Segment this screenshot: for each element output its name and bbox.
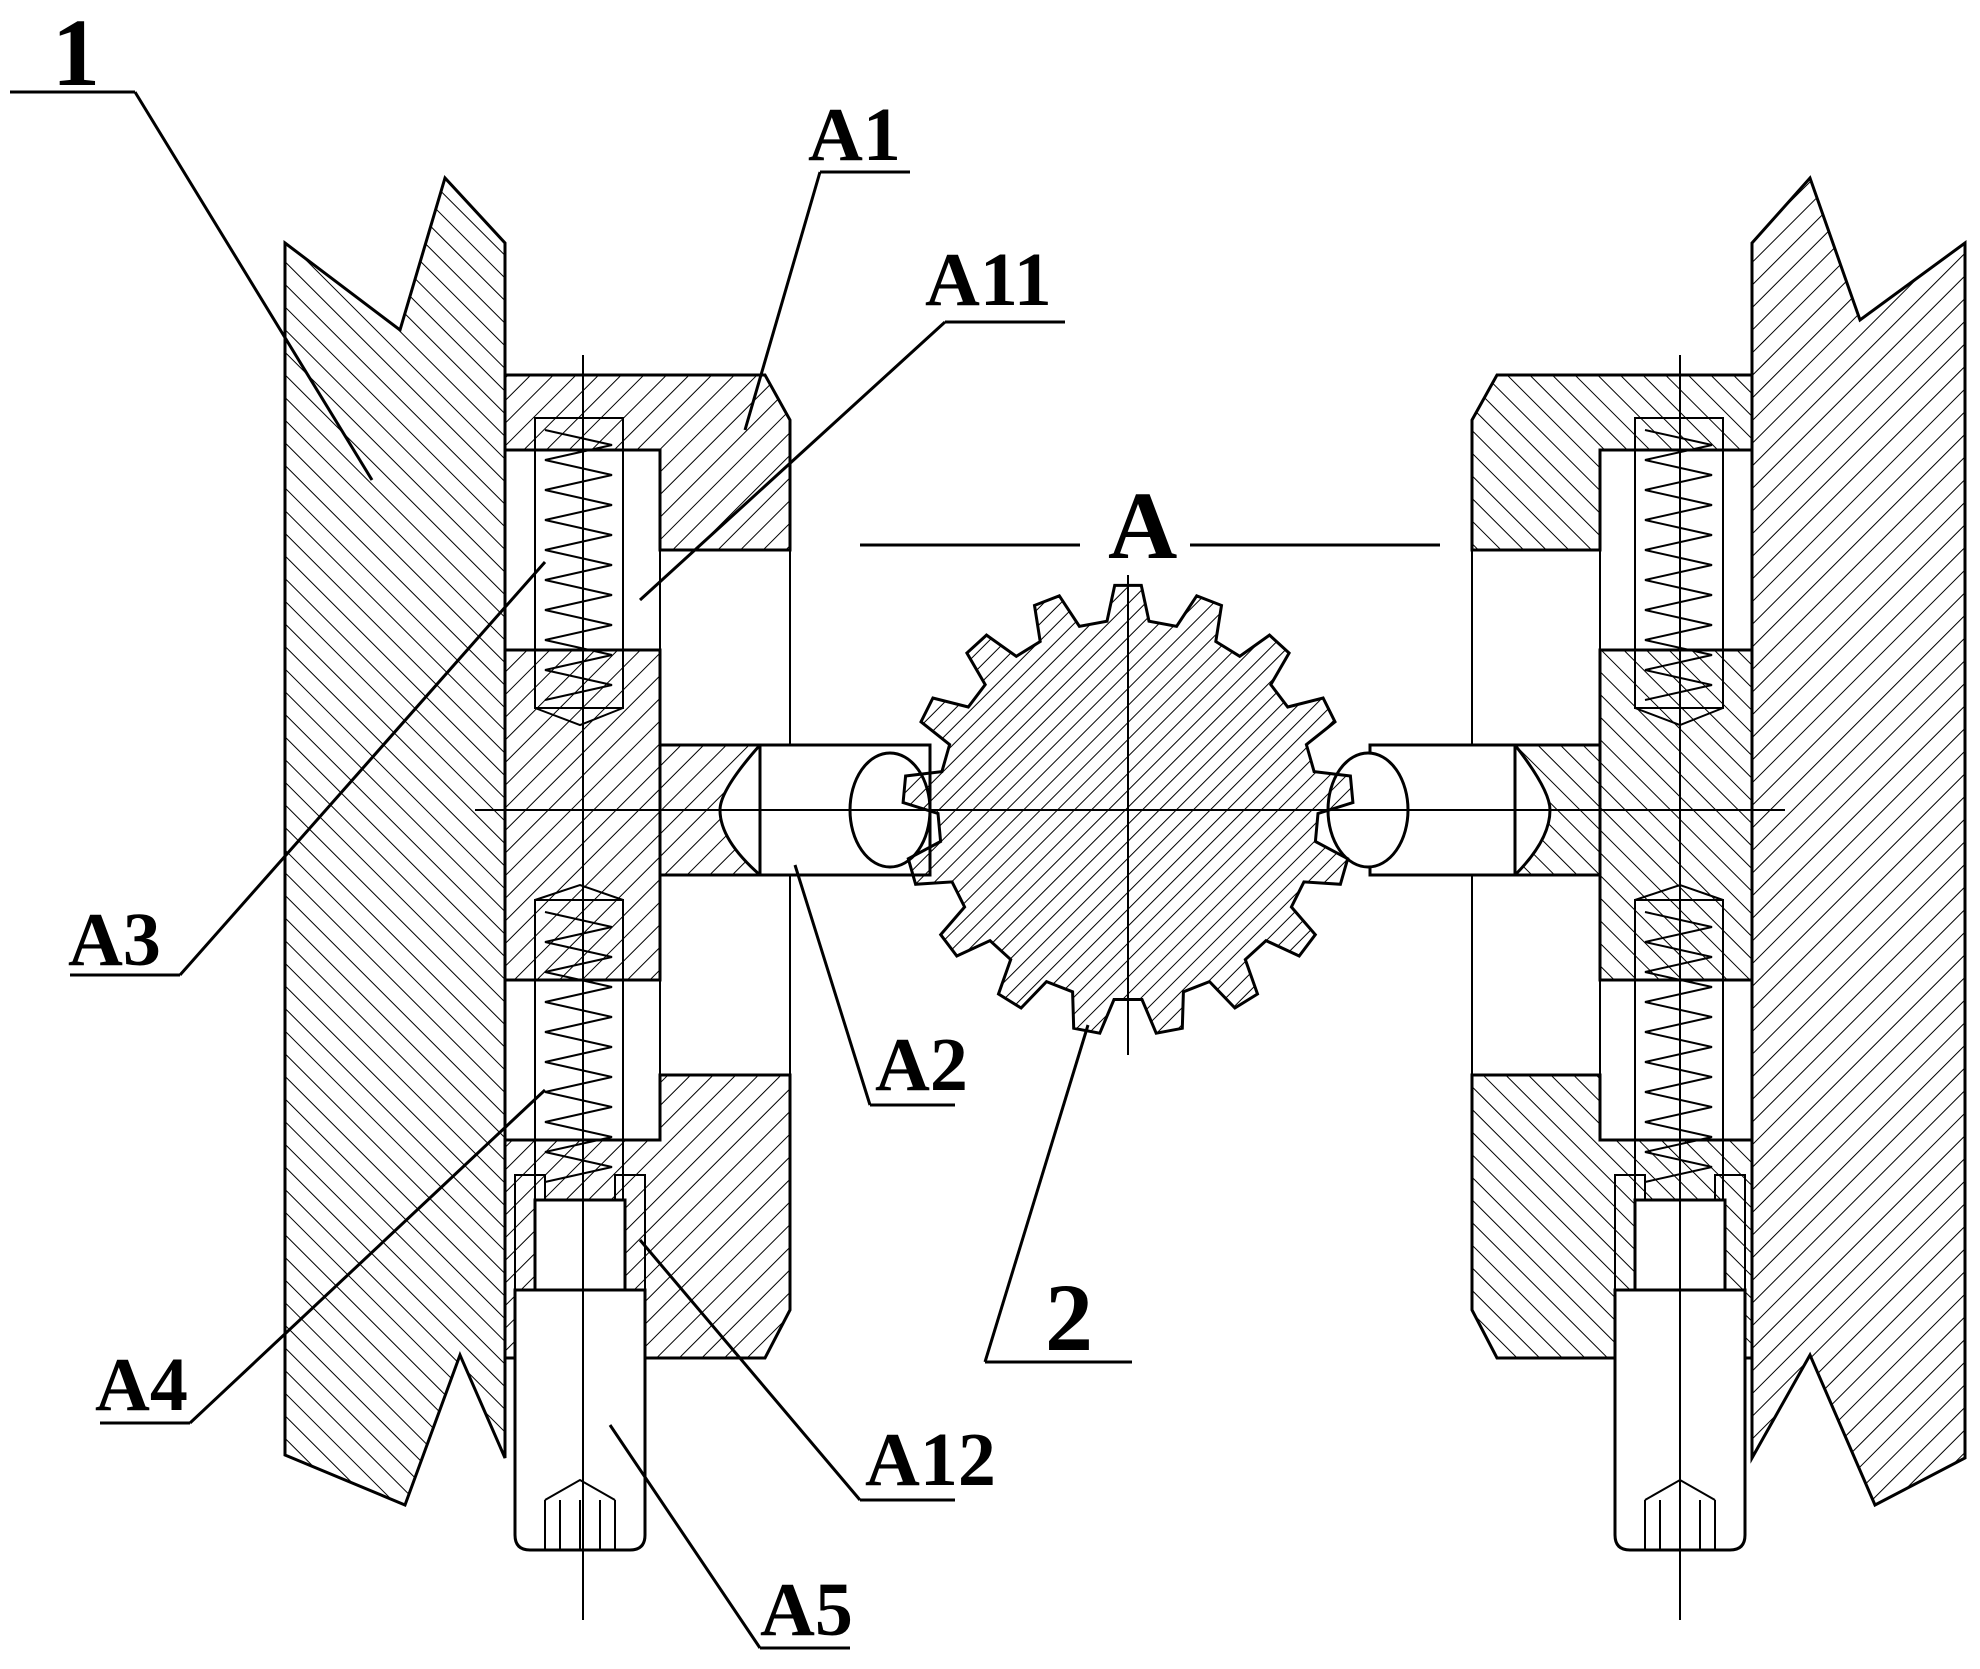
label-part-1: 1 — [52, 0, 100, 106]
left-screw — [513, 1174, 647, 1552]
label-a11: A11 — [925, 238, 1052, 322]
label-a12: A12 — [865, 1418, 996, 1502]
label-a1: A1 — [808, 93, 901, 177]
label-part-2: 2 — [1045, 1264, 1093, 1371]
right-wall — [1750, 175, 1967, 1508]
label-a4: A4 — [95, 1343, 188, 1427]
label-a2: A2 — [875, 1023, 968, 1107]
label-a3: A3 — [68, 898, 161, 982]
section-label: A — [1108, 472, 1177, 579]
left-wall — [283, 175, 507, 1507]
label-a5: A5 — [760, 1568, 853, 1652]
left-spring-upper — [534, 417, 624, 727]
